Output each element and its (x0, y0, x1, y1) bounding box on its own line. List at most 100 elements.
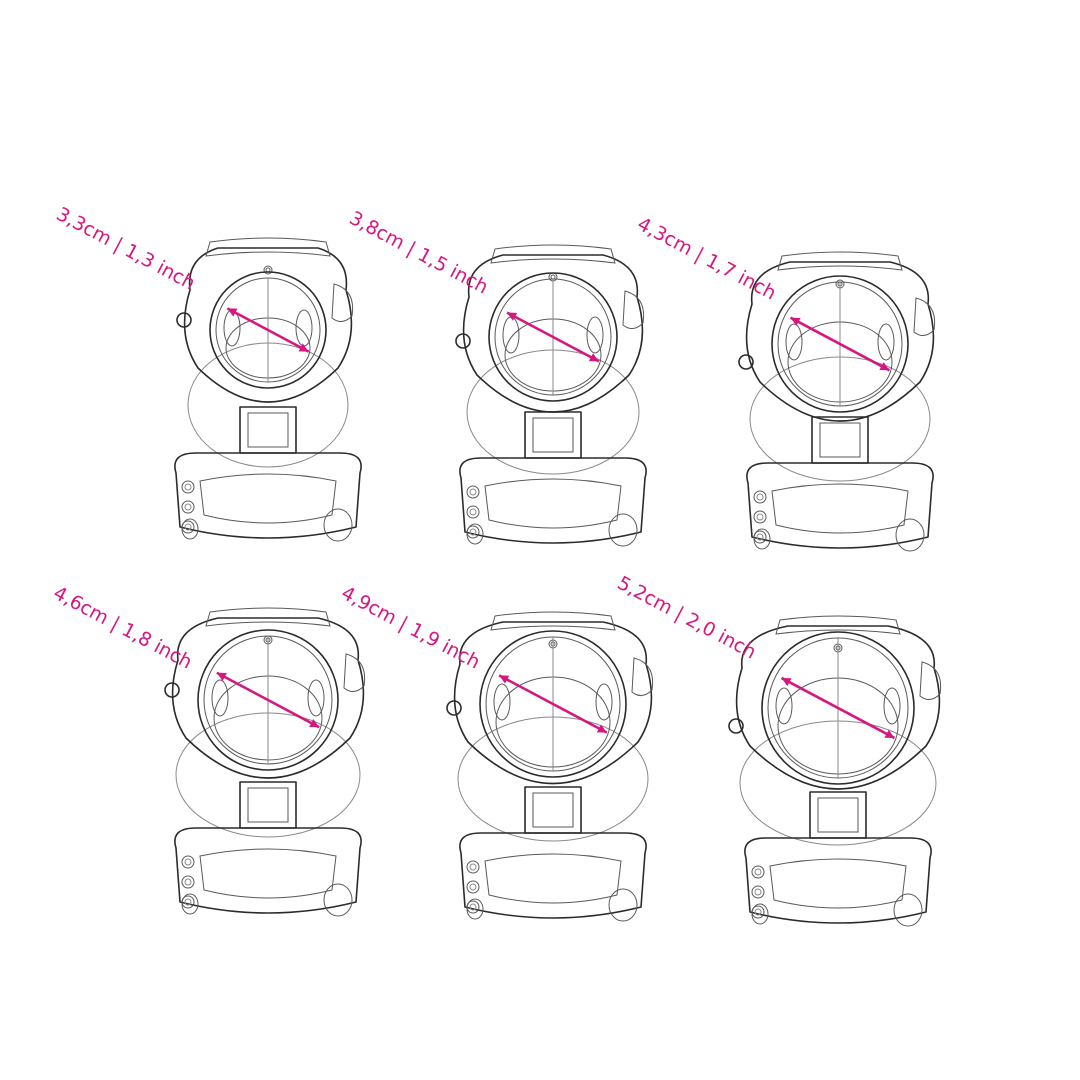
ring-housing (462, 254, 644, 413)
adjust-hole-core (184, 898, 192, 906)
base-ring (744, 837, 932, 924)
size-label: 4,9cm | 1,9 inch (338, 582, 484, 674)
adjust-hole-core (469, 488, 477, 496)
adjust-hole (181, 520, 195, 534)
adjust-hole (181, 480, 195, 494)
adjust-hole-core (184, 483, 192, 491)
base-ring (174, 452, 362, 539)
top-cap (205, 237, 331, 257)
adjust-hole (753, 510, 767, 524)
arrowhead-icon (309, 719, 320, 728)
base-opening (199, 848, 337, 899)
slot-right (586, 316, 604, 354)
base-ring (459, 832, 647, 919)
ring-outer-edge (488, 272, 618, 402)
adjust-hole-core (754, 888, 762, 896)
cage-figure: 4,6cm | 1,8 inch (50, 582, 366, 917)
arrowhead-icon (879, 362, 890, 371)
adjust-hole-core (756, 533, 764, 541)
adjust-hole-core (756, 513, 764, 521)
arrowhead-icon (884, 729, 895, 739)
latch-clip (913, 297, 936, 336)
lock-screw-core (550, 274, 556, 280)
base-opening (769, 858, 907, 909)
adjust-hole (751, 905, 765, 919)
ring-outer-edge (479, 630, 627, 778)
arrowhead-icon (507, 312, 518, 321)
cage-figure: 3,3cm | 1,3 inch (53, 203, 362, 542)
adjust-hole-core (184, 503, 192, 511)
adjust-hole (466, 485, 480, 499)
adjust-hole-core (184, 858, 192, 866)
latch-clip (343, 653, 366, 692)
slot-right (295, 309, 313, 347)
adjust-hole (181, 875, 195, 889)
diameter-arrow (789, 316, 891, 372)
slot-right (877, 323, 895, 361)
arrowhead-icon (790, 317, 801, 326)
size-label: 4,6cm | 1,8 inch (50, 582, 196, 674)
adjust-hole (466, 505, 480, 519)
adjust-hole-core (469, 528, 477, 536)
adjust-hole (181, 895, 195, 909)
top-cap (490, 244, 616, 264)
neck-window (532, 792, 574, 828)
adjust-hole-core (469, 883, 477, 891)
base-ring (174, 827, 362, 914)
size-label: 3,3cm | 1,3 inch (53, 203, 199, 295)
adjust-hole-core (756, 493, 764, 501)
cage-figure: 4,3cm | 1,7 inch (634, 213, 936, 552)
neck-window (819, 422, 861, 458)
ring-housing (735, 625, 941, 790)
adjust-hole (466, 900, 480, 914)
hinge-pin-icon (446, 700, 462, 716)
adjust-hole (181, 855, 195, 869)
adjust-hole-core (754, 868, 762, 876)
diameter-arrow (216, 671, 320, 729)
diameter-arrow (226, 307, 310, 353)
ring-housing (171, 617, 365, 779)
arrowhead-icon (298, 343, 309, 352)
adjust-hole (751, 885, 765, 899)
top-cap (205, 607, 331, 627)
size-label: 5,2cm | 2,0 inch (614, 572, 760, 664)
adjust-hole-core (469, 863, 477, 871)
latch-clip (631, 657, 654, 696)
latch-clip (919, 661, 942, 700)
cage-figure: 4,9cm | 1,9 inch (338, 582, 654, 922)
adjust-hole-core (754, 908, 762, 916)
slot-left (775, 687, 793, 725)
adjust-hole (181, 500, 195, 514)
base-ring (459, 457, 647, 544)
base-loop-right (895, 518, 925, 552)
top-cap (777, 251, 903, 271)
cage-figure: 5,2cm | 2,0 inch (614, 572, 942, 927)
adjust-hole (466, 880, 480, 894)
adjust-hole (751, 865, 765, 879)
hinge-pin-icon (176, 312, 192, 328)
diameter-arrow (498, 674, 608, 734)
slot-right (595, 683, 613, 721)
adjust-hole (753, 530, 767, 544)
latch-clip (331, 283, 354, 322)
ring-outer-edge (771, 275, 909, 413)
slot-left (223, 309, 241, 347)
neck-window (247, 412, 289, 448)
slot-left (211, 679, 229, 717)
base-loop-right (323, 508, 353, 542)
ring-housing (453, 621, 653, 785)
arrowhead-icon (596, 724, 607, 733)
size-label: 4,3cm | 1,7 inch (634, 213, 780, 305)
hinge-pin-icon (738, 354, 754, 370)
adjust-hole-core (184, 523, 192, 531)
top-cap (775, 615, 901, 635)
base-loop-right (323, 883, 353, 917)
arrowhead-icon (216, 672, 227, 681)
neck-window (247, 787, 289, 823)
slot-right (883, 687, 901, 725)
hinge-pin-icon (728, 718, 744, 734)
slot-left (493, 683, 511, 721)
arrowhead-icon (499, 675, 510, 684)
neck-window (817, 797, 859, 833)
